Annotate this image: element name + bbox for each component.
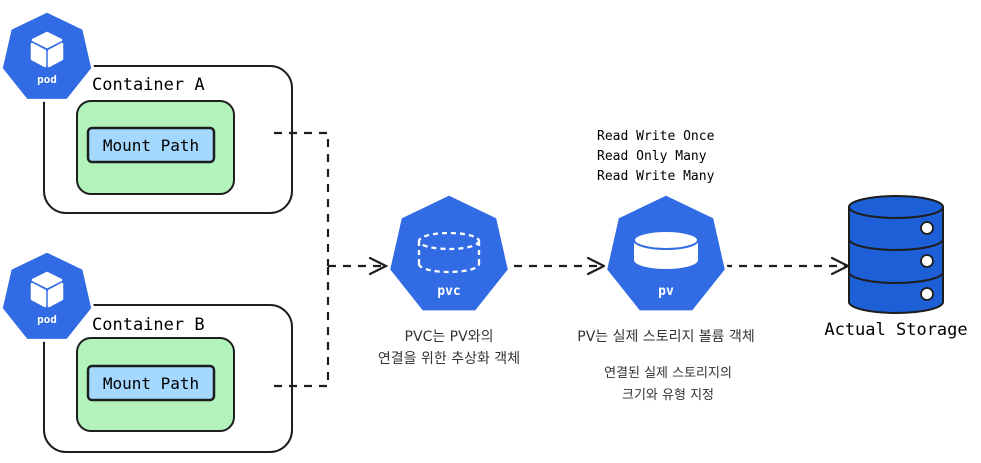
- pod-b: Container B Mount Path pod: [0, 249, 293, 453]
- mount-path-b-label: Mount Path: [103, 374, 199, 393]
- access-mode-rwm: Read Write Many: [597, 169, 715, 184]
- pv-note-line1: 연결된 실제 스토리지의: [604, 366, 732, 381]
- pod-b-icon: pod: [0, 249, 95, 342]
- arrowhead-pv: [586, 256, 607, 276]
- pod-a: Container A Mount Path pod: [0, 9, 293, 214]
- pod-a-icon: pod: [0, 9, 95, 102]
- pvc-icon-label: pvc: [437, 284, 460, 299]
- database-icon: [848, 195, 944, 314]
- mount-path-b-box[interactable]: [86, 364, 216, 402]
- pvc-icon: pvc: [386, 192, 512, 314]
- access-mode-rwo: Read Write Once: [597, 129, 715, 144]
- dashed-volume-icon: [417, 231, 481, 274]
- access-mode-rom: Read Only Many: [597, 149, 707, 164]
- connectors: [274, 131, 846, 388]
- pvc-caption-line1: PVC는 PV와의: [405, 329, 494, 345]
- pv-icon-label: pv: [658, 284, 674, 299]
- mount-path-a-label: Mount Path: [103, 136, 199, 155]
- pvc-caption-line2: 연결을 위한 추상화 객체: [378, 351, 520, 367]
- pv-icon: pv: [603, 192, 729, 314]
- pod-b-icon-label: pod: [37, 313, 57, 326]
- volume-icon: [633, 230, 699, 269]
- pv-caption: PV는 실제 스토리지 볼륨 객체: [577, 329, 755, 345]
- container-b-label: Container B: [92, 315, 205, 335]
- mount-path-a-box[interactable]: [86, 126, 216, 164]
- cube-icon: [30, 271, 64, 308]
- container-a-label: Container A: [92, 75, 205, 95]
- pv-note-line2: 크기와 유형 지정: [622, 388, 714, 403]
- connector-pod-a-to-pvc: [274, 131, 330, 266]
- access-modes: Read Write Once Read Only Many Read Writ…: [597, 129, 715, 184]
- cube-icon: [30, 31, 64, 68]
- connector-pod-b-to-pvc: [274, 266, 330, 388]
- pod-a-icon-label: pod: [37, 73, 57, 86]
- arrowhead-pvc: [368, 256, 389, 276]
- storage-label: Actual Storage: [824, 320, 967, 340]
